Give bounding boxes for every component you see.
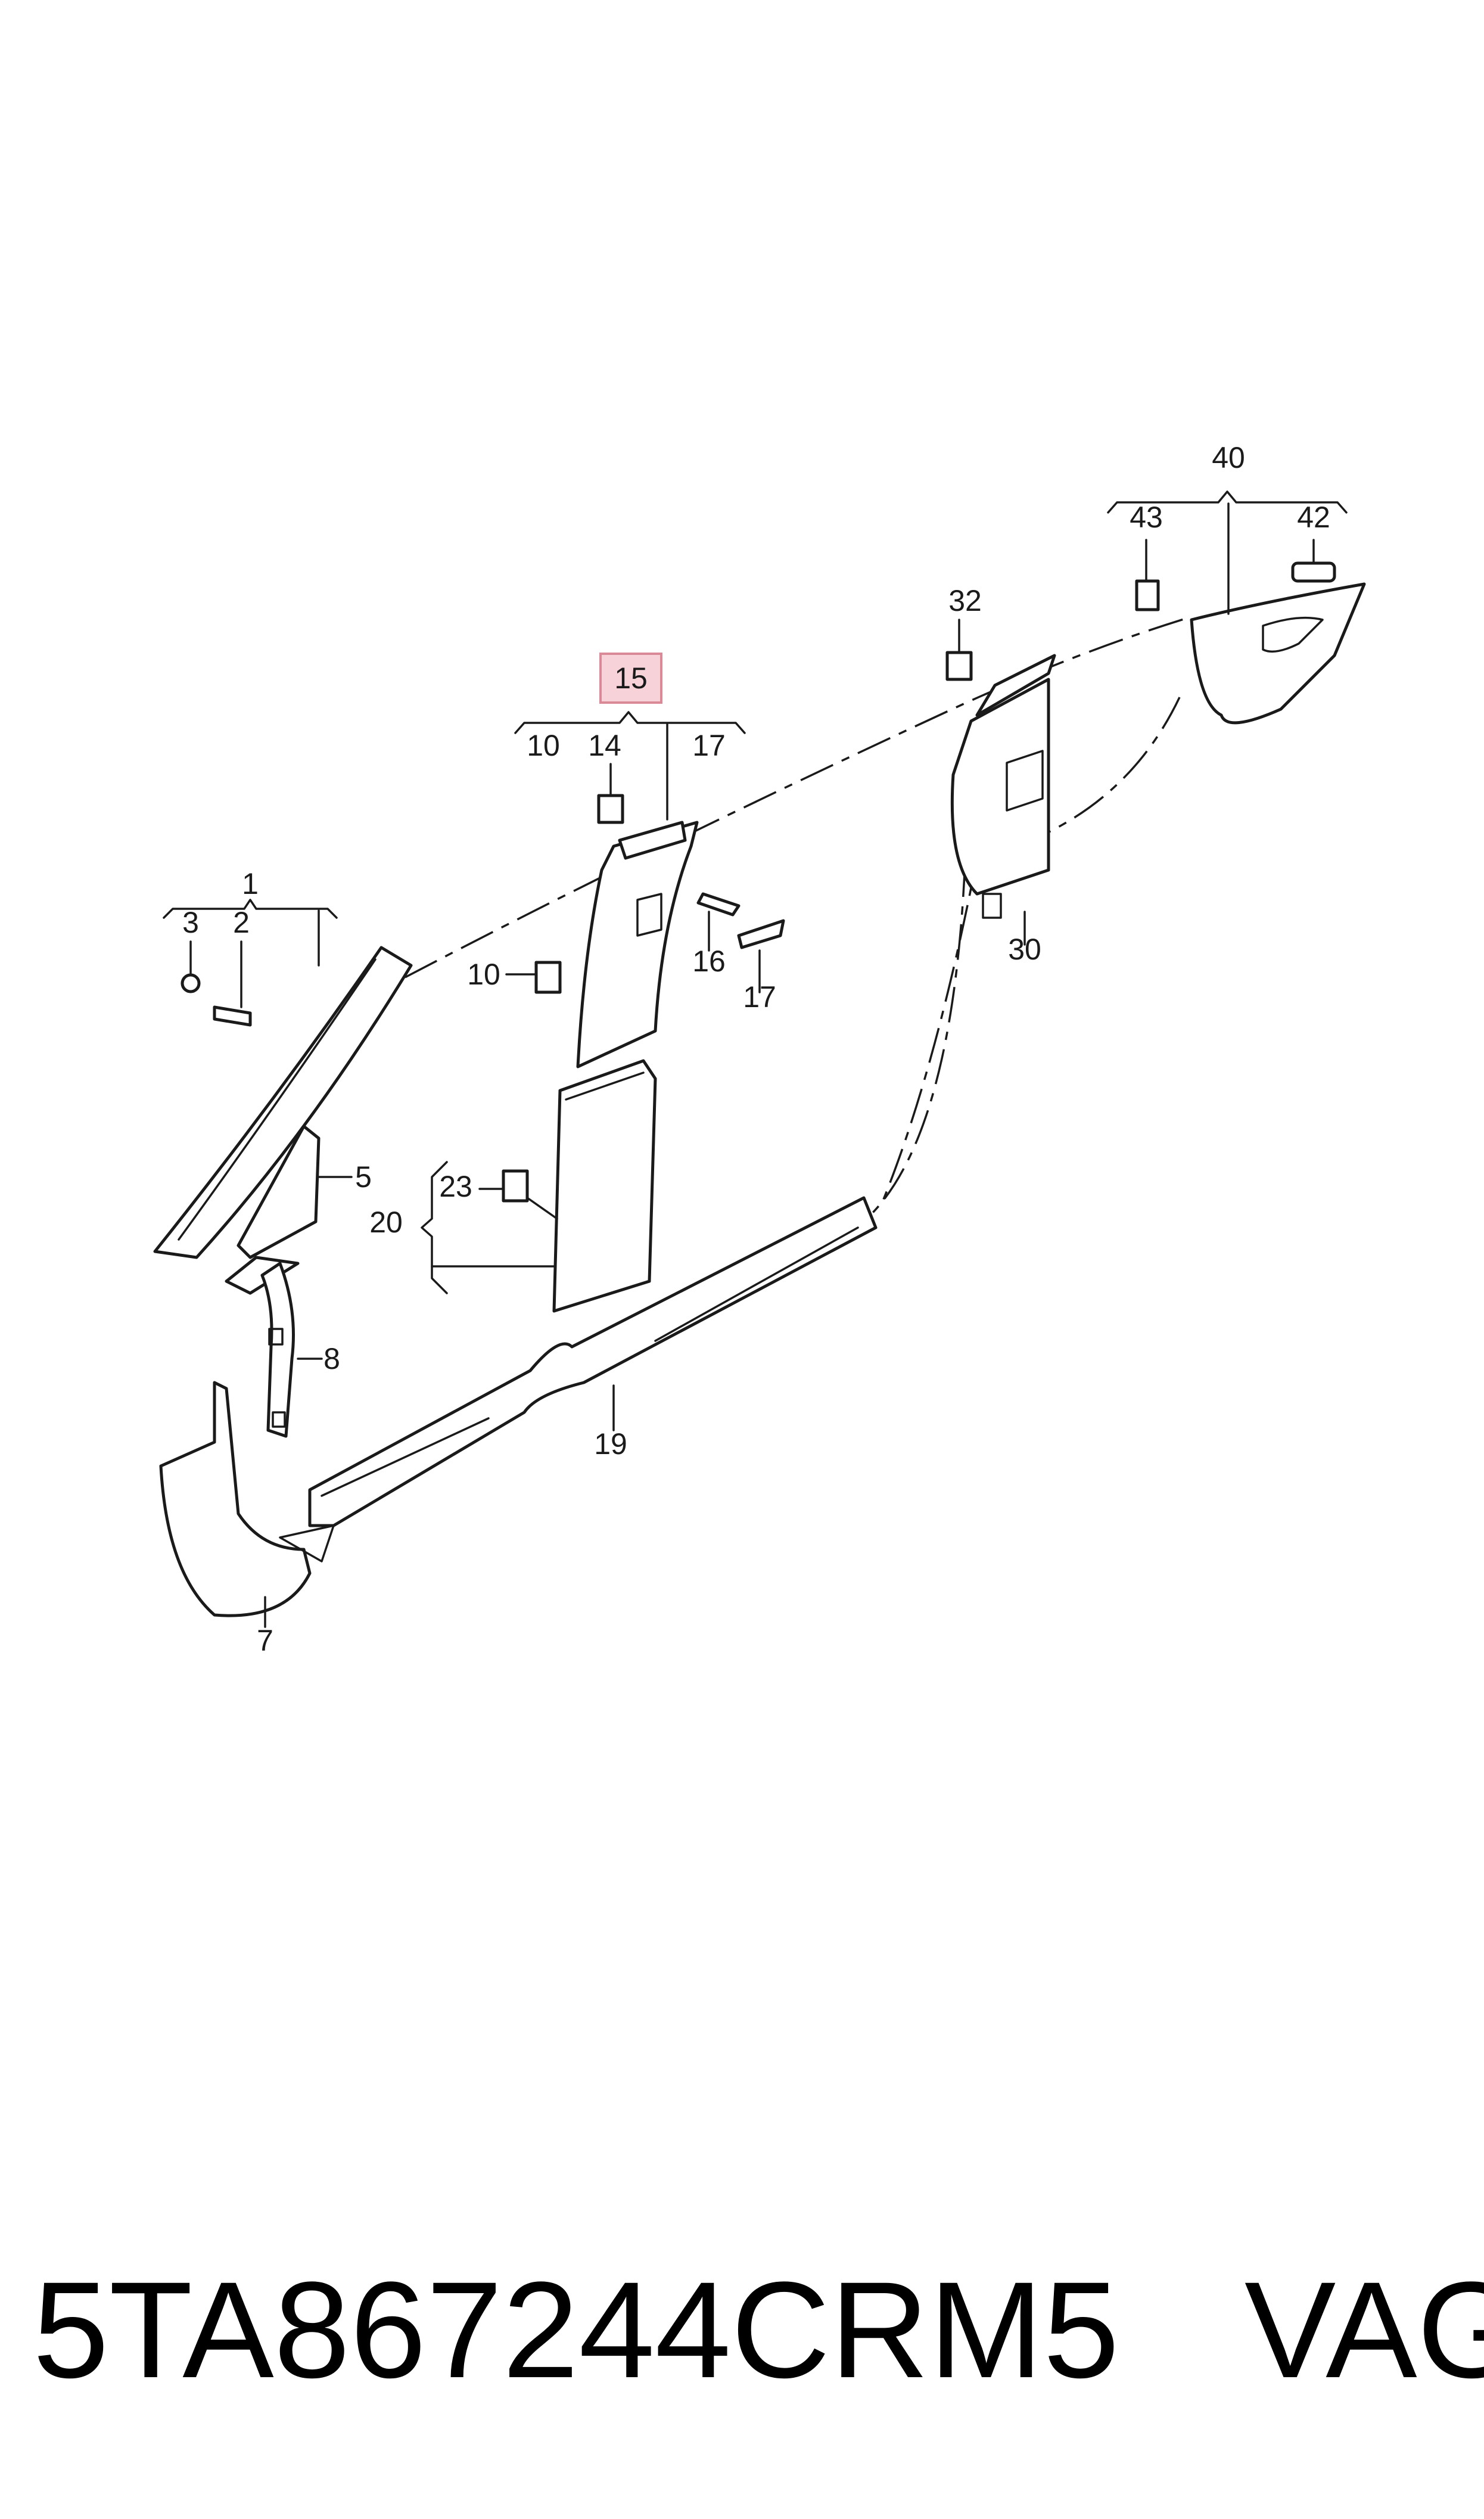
- manufacturer-name: VAG: [1244, 2253, 1484, 2406]
- clip-14: [597, 794, 624, 824]
- bracket-strip: [260, 1262, 295, 1438]
- b-pillar-lower-trim: [552, 1059, 657, 1313]
- callout-8[interactable]: 8: [323, 1342, 340, 1375]
- door-opening-outline: [405, 616, 1192, 1217]
- screw-16: [696, 892, 741, 917]
- callout-5[interactable]: 5: [355, 1160, 372, 1194]
- a-pillar-trim: [153, 946, 413, 1259]
- clip-42: [1291, 561, 1336, 583]
- b-pillar-upper-trim: [576, 821, 699, 1069]
- callout-43[interactable]: 43: [1130, 501, 1163, 534]
- screw-3: [181, 973, 201, 993]
- callout-30[interactable]: 30: [1008, 933, 1041, 966]
- callout-32[interactable]: 32: [948, 584, 982, 617]
- callout-17[interactable]: 17: [692, 729, 726, 762]
- callout-40[interactable]: 40: [1212, 441, 1245, 474]
- callout-20[interactable]: 20: [369, 1206, 403, 1239]
- callout-17-b[interactable]: 17: [743, 980, 776, 1014]
- callout-10[interactable]: 10: [527, 729, 560, 762]
- clip-32: [945, 651, 973, 681]
- leader-lines: [163, 490, 1348, 1628]
- callout-7[interactable]: 7: [257, 1624, 273, 1657]
- callout-10-b[interactable]: 10: [467, 958, 500, 991]
- rear-quarter-trim: [1190, 582, 1366, 725]
- callout-19[interactable]: 19: [594, 1427, 627, 1461]
- clip-23: [502, 1169, 529, 1203]
- callout-1[interactable]: 1: [242, 867, 259, 900]
- part-number: 5TA867244CRM5: [33, 2253, 1119, 2406]
- callout-42[interactable]: 42: [1297, 501, 1330, 534]
- callout-2[interactable]: 2: [233, 906, 250, 939]
- callout-16[interactable]: 16: [692, 945, 726, 978]
- airbag-label-17: [737, 919, 785, 949]
- c-pillar-trim: [950, 654, 1056, 919]
- screw-2: [213, 1005, 252, 1027]
- sill-trim: [279, 1196, 878, 1563]
- kick-panel: [159, 1381, 312, 1617]
- callout-3[interactable]: 3: [182, 906, 199, 939]
- selected-callout-highlight: [599, 653, 662, 704]
- part-number-footer: 5TA867244CRM5 VAG: [33, 2253, 1484, 2408]
- callout-14[interactable]: 14: [588, 729, 621, 762]
- callout-15[interactable]: 15: [614, 661, 648, 695]
- clip-43: [1135, 579, 1160, 611]
- clip-10: [534, 961, 562, 994]
- callout-23[interactable]: 23: [439, 1170, 472, 1203]
